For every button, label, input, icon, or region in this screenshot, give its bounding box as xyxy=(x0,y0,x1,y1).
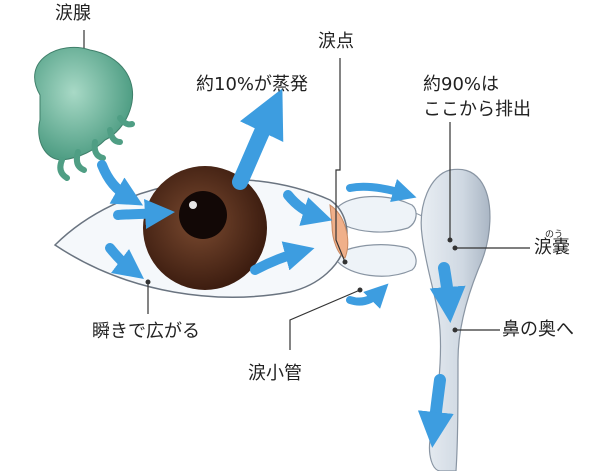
drain-label-line1: 約90%は xyxy=(423,75,499,96)
drain-label-line2: ここから排出 xyxy=(423,100,531,121)
eye xyxy=(55,166,348,297)
canaliculi xyxy=(338,197,416,277)
blink-label: 瞬きで広がる xyxy=(92,322,200,343)
evaporate-label: 約10%が蒸発 xyxy=(196,75,308,96)
punctum-label: 涙点 xyxy=(318,32,354,53)
lacrimal-gland-label: 涙腺 xyxy=(55,4,91,25)
nose-label: 鼻の奥へ xyxy=(502,320,574,341)
sac-label: 涙嚢 xyxy=(534,238,570,259)
canaliculus-label: 涙小管 xyxy=(248,364,302,385)
lacrimal-gland xyxy=(35,47,133,178)
